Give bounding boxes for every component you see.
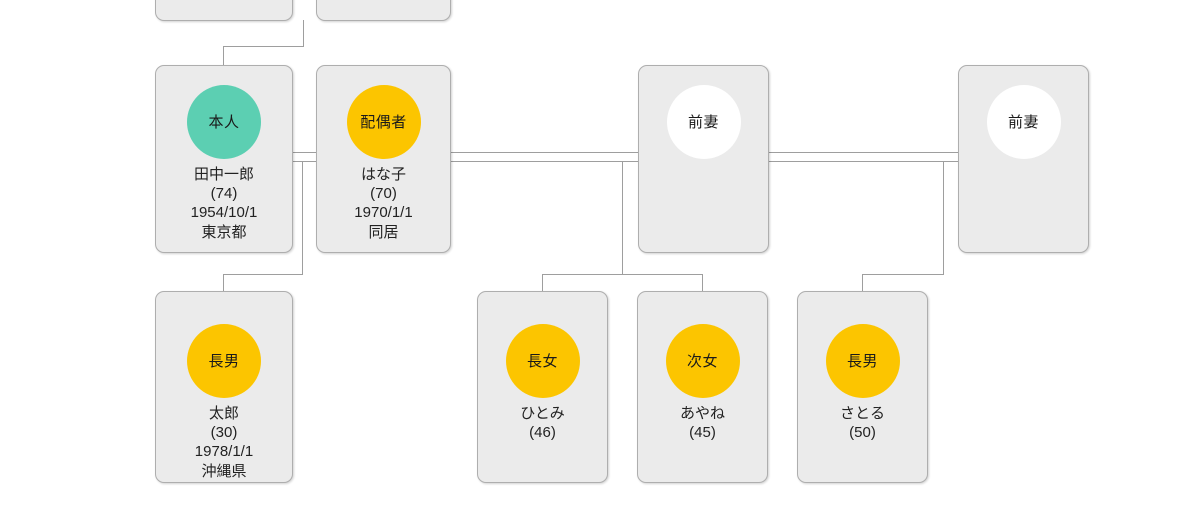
marriage-line-exwife1-exwife2-bottom	[769, 161, 959, 162]
marriage-line-exwife1-exwife2-top	[769, 152, 959, 153]
role-label-second-daughter: 次女	[686, 352, 718, 370]
person-info-eldest-daughter: ひとみ (46)	[520, 404, 565, 442]
person-name-eldest-daughter: ひとみ	[520, 405, 565, 422]
role-circle-eldest-son: 長男	[187, 324, 261, 398]
role-circle-spouse: 配偶者	[346, 85, 421, 159]
person-card-second-daughter[interactable]: 次女 あやね (45)	[637, 291, 768, 483]
connector-other-son-drop	[862, 274, 863, 291]
connector-other-son-union-drop	[943, 161, 944, 274]
person-age-spouse: (70)	[370, 185, 397, 203]
person-card-ex-wife-2[interactable]: 前妻	[958, 65, 1089, 253]
role-label-spouse: 配偶者	[360, 113, 407, 131]
person-card-other-son[interactable]: 長男 さとる (50)	[797, 291, 928, 483]
role-circle-other-son: 長男	[825, 324, 900, 398]
person-info-second-daughter: あやね (45)	[680, 404, 725, 442]
person-birthdate-spouse: 1970/1/1	[354, 204, 413, 222]
role-circle-second-daughter: 次女	[665, 324, 740, 398]
person-card-parent-right[interactable]	[316, 0, 451, 21]
connector-parents-vertical	[303, 20, 304, 47]
person-card-eldest-daughter[interactable]: 長女 ひとみ (46)	[477, 291, 608, 483]
connector-eldest-son-drop	[223, 274, 224, 291]
person-age-other-son: (50)	[849, 424, 876, 442]
connector-daughters-horizontal	[542, 274, 703, 275]
person-card-eldest-son[interactable]: 長男 太郎 (30) 1978/1/1 沖縄県	[155, 291, 293, 483]
role-label-eldest-daughter: 長女	[526, 352, 558, 370]
person-card-ex-wife-1[interactable]: 前妻	[638, 65, 769, 253]
role-label-eldest-son: 長男	[208, 352, 240, 370]
role-circle-ex-wife-1: 前妻	[666, 85, 741, 159]
connector-eldest-son-horizontal	[223, 274, 303, 275]
person-info-other-son: さとる (50)	[840, 404, 885, 442]
person-card-self[interactable]: 本人 田中一郎 (74) 1954/10/1 東京都	[155, 65, 293, 253]
role-label-ex-wife-2: 前妻	[1007, 113, 1039, 131]
connector-second-daughter-drop	[702, 274, 703, 291]
connector-daughters-union-drop	[622, 161, 623, 274]
person-age-eldest-son: (30)	[210, 424, 238, 442]
role-label-other-son: 長男	[846, 352, 878, 370]
person-age-self: (74)	[210, 185, 238, 203]
connector-parents-to-self	[223, 46, 224, 66]
person-card-spouse[interactable]: 配偶者 はな子 (70) 1970/1/1 同居	[316, 65, 451, 253]
person-note-spouse: 同居	[368, 223, 399, 241]
role-circle-eldest-daughter: 長女	[505, 324, 580, 398]
person-name-self: 田中一郎	[193, 166, 254, 183]
person-card-parent-left[interactable]	[155, 0, 293, 21]
connector-self-union-drop	[302, 161, 303, 274]
person-name-other-son: さとる	[839, 405, 885, 422]
person-birthdate-self: 1954/10/1	[190, 204, 258, 222]
person-birthdate-eldest-son: 1978/1/1	[194, 443, 254, 461]
marriage-line-spouse-exwife1-bottom	[449, 161, 639, 162]
person-name-second-daughter: あやね	[679, 405, 725, 422]
role-circle-ex-wife-2: 前妻	[986, 85, 1061, 159]
role-label-self: 本人	[208, 113, 240, 131]
person-age-second-daughter: (45)	[689, 424, 716, 442]
person-info-eldest-son: 太郎 (30) 1978/1/1 沖縄県	[195, 404, 253, 481]
connector-eldest-daughter-drop	[542, 274, 543, 291]
role-label-ex-wife-1: 前妻	[687, 113, 719, 131]
marriage-line-self-spouse-top	[291, 152, 317, 153]
person-info-self: 田中一郎 (74) 1954/10/1 東京都	[191, 165, 258, 242]
connector-other-son-horizontal	[862, 274, 944, 275]
person-info-spouse: はな子 (70) 1970/1/1 同居	[354, 165, 412, 242]
marriage-line-self-spouse-bottom	[291, 161, 317, 162]
person-note-self: 東京都	[201, 223, 247, 241]
person-name-spouse: はな子	[360, 166, 406, 183]
person-note-eldest-son: 沖縄県	[201, 462, 247, 480]
connector-parents-horizontal	[223, 46, 304, 47]
marriage-line-spouse-exwife1-top	[449, 152, 639, 153]
person-name-eldest-son: 太郎	[208, 405, 239, 422]
role-circle-self: 本人	[187, 85, 261, 159]
person-age-eldest-daughter: (46)	[529, 424, 556, 442]
